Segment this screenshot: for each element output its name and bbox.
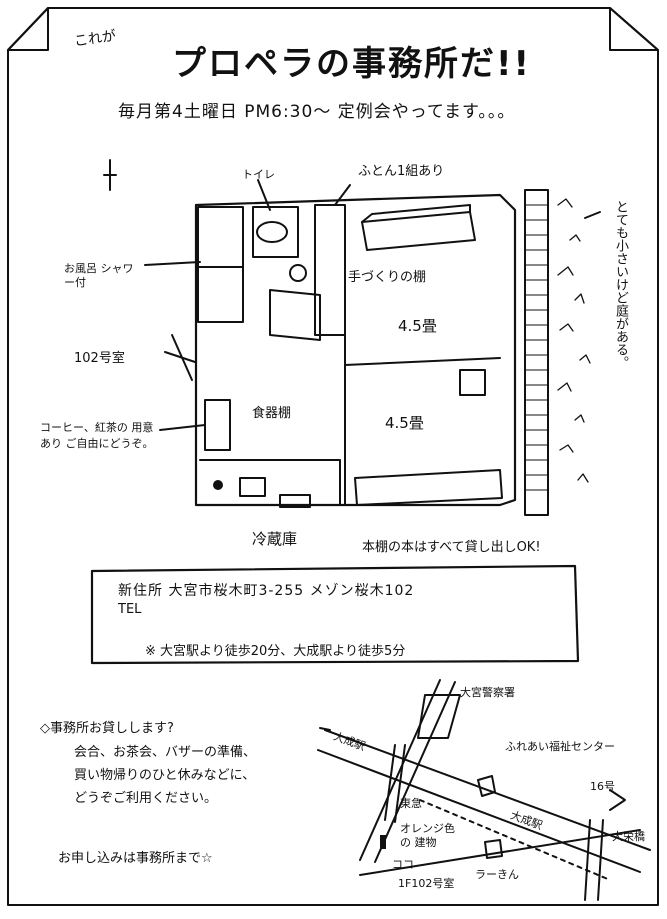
fridge-label: 冷蔵庫 xyxy=(252,530,298,548)
garden-label: とても小さいけど庭がある。 xyxy=(613,200,628,369)
tel-label: TEL xyxy=(118,602,142,617)
address-text: 新住所 大宮市桜木町3-255 メゾン桜木102 xyxy=(118,583,415,599)
map-daito-label: 大栄橋 xyxy=(612,830,645,843)
rental-line-2: 買い物帰りのひと休みなどに、 xyxy=(74,768,256,783)
room-a-size: 4.5畳 xyxy=(398,317,437,335)
room-b-size: 4.5畳 xyxy=(385,414,424,432)
schedule-text: 毎月第4土曜日 PM6:30〜 定例会やってます。。。 xyxy=(118,102,516,122)
rental-line-3: どうぞご利用ください。 xyxy=(74,791,218,806)
page-title: プロペラの事務所だ!! xyxy=(172,44,532,84)
apply-text: お申し込みは事務所まで☆ xyxy=(58,851,213,866)
coffee-label: コーヒー、紅茶の 用意あり ご自由にどうぞ。 xyxy=(40,421,154,450)
address-box xyxy=(90,564,580,665)
corner-fold-right xyxy=(609,7,659,51)
corner-fold-left xyxy=(7,7,49,51)
handmade-shelf-label: 手づくりの棚 xyxy=(348,270,427,285)
map-here-label: ココ xyxy=(392,858,414,871)
here-marker xyxy=(380,835,386,849)
rental-line-1: 会合、お茶会、バザーの準備、 xyxy=(74,745,257,760)
map-room-label: 1F102号室 xyxy=(398,877,455,890)
bookshelf-label: 本棚の本はすべて貸し出しOK! xyxy=(362,540,541,555)
bath-label: お風呂 シャワー付 xyxy=(64,262,134,289)
tableware-label: 食器棚 xyxy=(252,406,292,421)
map-police-label: 大宮警察署 xyxy=(460,686,515,699)
brick-wall xyxy=(524,189,549,516)
map-route16-label: 16号 xyxy=(590,780,615,793)
room-number-label: 102号室 xyxy=(74,351,125,366)
floorplan-outline xyxy=(194,193,517,507)
futon-label: ふとん1組あり xyxy=(358,164,445,179)
map-tatsunami-label: ラーきん xyxy=(475,868,519,881)
access-text: ※ 大宮駅より徒歩20分、大成駅より徒歩5分 xyxy=(145,644,406,659)
map-fureai-label: ふれあい福祉センター xyxy=(505,740,615,753)
rental-heading: ◇事務所お貸しします? xyxy=(40,721,174,736)
map-orange-building-label: オレンジ色の 建物 xyxy=(400,822,455,849)
map-shop-label: 東急 xyxy=(400,797,422,810)
access-map xyxy=(317,679,651,901)
toilet-label: トイレ xyxy=(242,168,275,181)
